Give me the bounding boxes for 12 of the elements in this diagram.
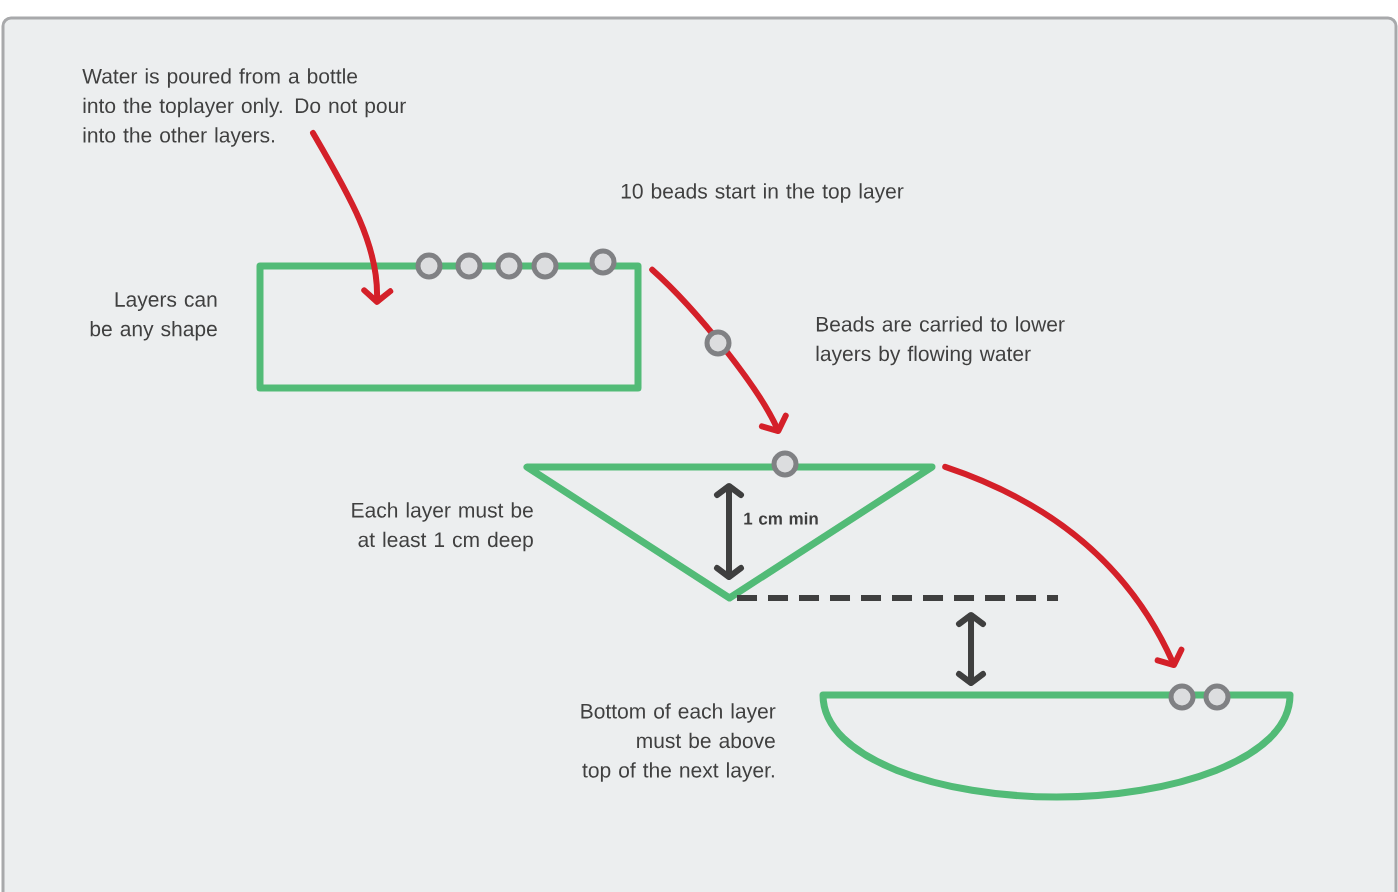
note-text: Each layer must be at least 1 cm deep <box>352 502 533 552</box>
layer-rectangle <box>256 262 642 392</box>
arrow <box>310 130 394 305</box>
note-text: Bottom of each layer must be above top of the next layer. <box>581 703 776 782</box>
note-text: Water is poured from a bottle into the toplayer only. Do not pour into the other layers. <box>82 68 406 147</box>
dimension-label: 1 cm min <box>744 512 818 525</box>
arrow <box>942 463 1185 669</box>
note-text: 10 beads start in the top layer <box>621 183 904 203</box>
note-text: Layers can be any shape <box>90 292 217 341</box>
layer-bowl <box>819 691 1294 801</box>
note-text: Beads are carried to lower layers by flowing water <box>816 316 1065 366</box>
arrow <box>649 266 789 435</box>
